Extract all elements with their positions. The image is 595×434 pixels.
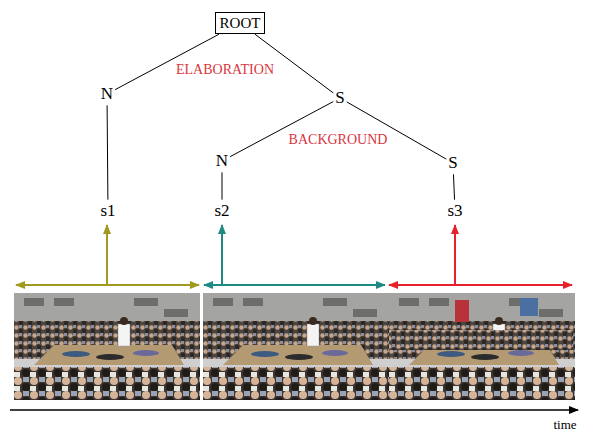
relation-label: ELABORATION: [176, 62, 274, 77]
root-box: ROOT: [215, 12, 266, 35]
node-text: S: [448, 154, 457, 173]
photo-frame: [389, 293, 575, 400]
node-text: N: [216, 152, 228, 171]
segment-link-arrow: [221, 225, 223, 285]
tree-branch: [347, 102, 447, 159]
crowd: [389, 330, 573, 350]
tree-branch: [222, 172, 223, 199]
tree-branch: [115, 34, 219, 89]
tree-branch: [230, 102, 333, 157]
time-axis: [10, 409, 578, 411]
axis-label: time: [553, 418, 576, 432]
segment-link-arrow: [106, 225, 108, 285]
node-text: s1: [100, 202, 115, 221]
satellite-node: S: [335, 89, 344, 108]
segment-node: s1: [100, 202, 115, 221]
satellite-node: S: [448, 154, 457, 173]
node-text: N: [101, 85, 113, 104]
segment-node: s3: [447, 202, 462, 221]
tree-branch: [107, 105, 109, 199]
segment-span-arrow: [389, 284, 572, 286]
segment-link-arrow: [454, 225, 456, 285]
segment-span-arrow: [204, 284, 385, 286]
tree-branch: [453, 174, 454, 199]
nucleus-node: N: [216, 152, 228, 171]
node-text: s2: [214, 202, 229, 221]
banner-sign: [455, 300, 469, 322]
photo-frame: [14, 293, 200, 400]
node-text: ROOT: [220, 15, 261, 32]
relation-label: BACKGROUND: [289, 132, 388, 147]
banner-sign: [520, 298, 538, 316]
photo-frame: [203, 293, 389, 400]
node-text: S: [335, 89, 344, 108]
segment-node: s2: [214, 202, 229, 221]
nucleus-node: N: [101, 85, 113, 104]
node-text: s3: [447, 202, 462, 221]
